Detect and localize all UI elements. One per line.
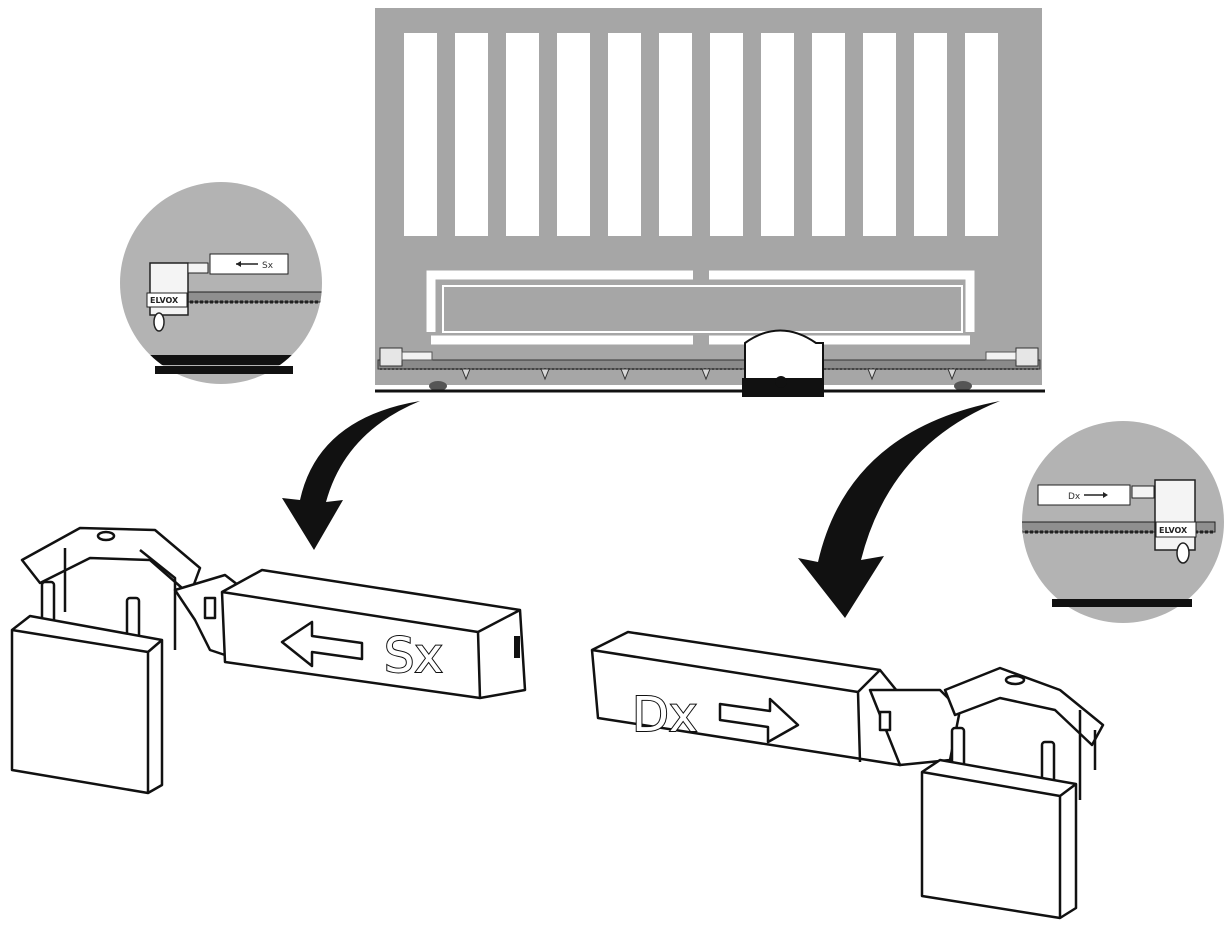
detail-left-zoom: ELVOX Sx: [120, 182, 322, 384]
left-stopper-label: Sx: [384, 628, 443, 684]
detail-left-label: Sx: [262, 261, 274, 271]
sliding-gate: [375, 8, 1045, 397]
detail-right-brand: ELVOX: [1159, 526, 1188, 535]
gate-motor: [742, 329, 824, 397]
detail-left-brand: ELVOX: [150, 296, 179, 305]
left-limit-stopper: [10, 526, 527, 795]
detail-right-zoom: Dx ELVOX: [1022, 421, 1224, 623]
curved-arrow-left: [282, 401, 420, 550]
right-stopper-label: Dx: [632, 687, 697, 743]
gear-rack: [377, 347, 1041, 381]
detail-right-label: Dx: [1068, 492, 1081, 502]
left-arrow-icon: [236, 261, 258, 267]
gate-slats: [404, 33, 998, 236]
curved-arrow-right: [798, 401, 1000, 618]
right-limit-stopper: [590, 630, 1105, 920]
right-arrow-icon: [1084, 492, 1108, 498]
